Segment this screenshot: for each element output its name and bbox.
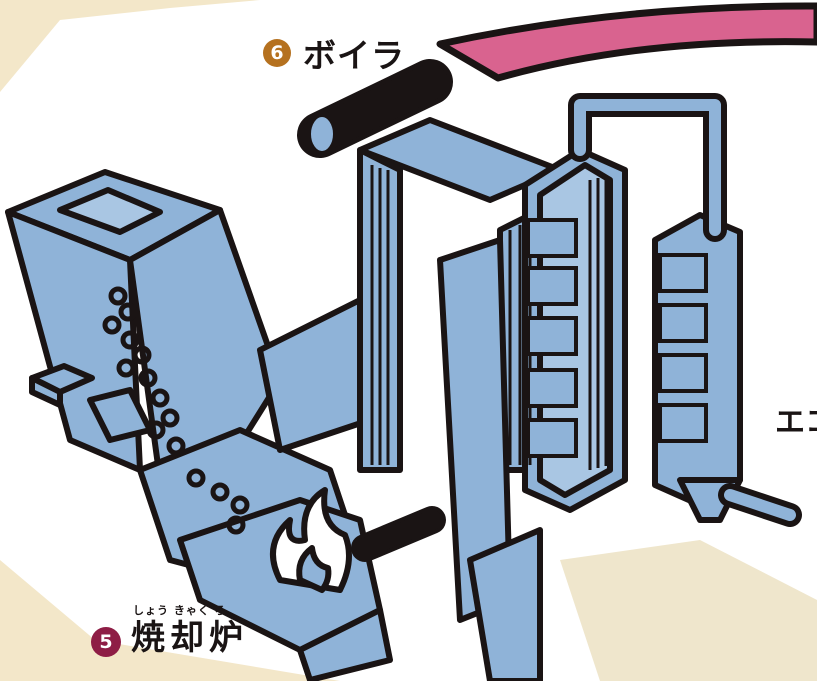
boiler-label: 6 ボイラ [263,29,405,77]
waste-pellets [102,286,250,535]
conveyor-band [436,2,817,82]
incinerator-label-stack: しょう きゃく ろ 焼却炉 [131,604,248,658]
superheater-panels [526,218,708,458]
incinerator-furigana: しょう きゃく ろ [133,604,227,617]
incinerator-number-badge: 5 [91,627,121,657]
lower-drum [351,506,446,562]
economizer-label-cut: エコ [775,405,817,440]
steam-drum [297,59,453,158]
fire-flame [270,487,352,593]
boiler-number-badge: 6 [263,39,291,67]
boiler-label-text: ボイラ [303,36,405,75]
flue-pipes [568,93,802,527]
incinerator-label: 5 しょう きゃく ろ 焼却炉 [91,604,248,658]
panel-shadow [560,540,817,681]
incinerator-label-text: 焼却炉 [131,618,248,658]
ram-feeder [29,363,153,443]
